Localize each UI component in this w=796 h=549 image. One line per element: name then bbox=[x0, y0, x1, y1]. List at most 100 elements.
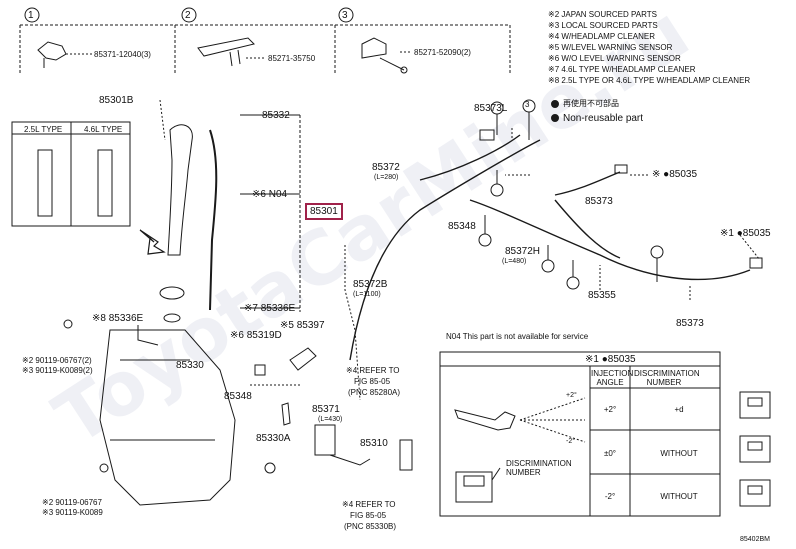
callout-part-3: 85271-52090(2) bbox=[414, 48, 471, 57]
bolt-lower-icon bbox=[99, 463, 109, 473]
label-85372b-len: (L=1100) bbox=[353, 291, 381, 298]
label-85355: 85355 bbox=[588, 290, 616, 301]
label-85397: ※5 85397 bbox=[280, 320, 325, 331]
label-85373-upper: 85373 bbox=[585, 196, 613, 207]
connector-row2-icon bbox=[739, 435, 771, 463]
headlamp-pump-icon bbox=[399, 439, 413, 471]
label-85330a: 85330A bbox=[256, 433, 291, 444]
note-5: ※5 W/LEVEL WARNING SENSOR bbox=[548, 43, 673, 52]
inset-row2-disc: WITHOUT bbox=[660, 449, 698, 458]
ref2-line-c: (PNC 85330B) bbox=[344, 522, 397, 531]
clip-3-icon bbox=[361, 37, 408, 74]
label-85035-upper: ※ ●85035 bbox=[652, 169, 698, 180]
callout-num-3: 3 bbox=[342, 10, 348, 21]
legend-reusable: 再使用不可部品 bbox=[563, 99, 619, 108]
ref1-line-a: ※4 REFER TO bbox=[346, 366, 400, 375]
level-gauge-rod-icon bbox=[209, 129, 218, 311]
label-85301[interactable]: 85301 bbox=[305, 203, 343, 220]
filler-neck-icon bbox=[167, 124, 193, 256]
reusable-dot-icon bbox=[551, 100, 559, 108]
label-85035-right: ※1 ●85035 bbox=[720, 228, 771, 239]
note-6: ※6 W/O LEVEL WARNING SENSOR bbox=[548, 54, 681, 63]
label-85371: 85371 bbox=[312, 404, 340, 415]
inset-col-disc: DISCRIMINATION NUMBER bbox=[634, 369, 700, 387]
inset-row2-angle: ±0° bbox=[603, 449, 617, 458]
inset-connector-icon bbox=[455, 471, 493, 503]
callout-2-icon bbox=[181, 7, 197, 23]
clip-2-icon bbox=[197, 37, 255, 67]
callout-part-1: 85371-12040(3) bbox=[94, 50, 151, 59]
label-n04: ※6 N04 bbox=[252, 189, 288, 200]
label-85372h-len: (L=480) bbox=[502, 258, 527, 265]
label-85372h: 85372H bbox=[505, 246, 541, 257]
callout-num-2: 2 bbox=[185, 10, 191, 21]
filler-cap-icon bbox=[159, 286, 185, 300]
label-85348-right: 85348 bbox=[448, 221, 476, 232]
label-85348: 85348 bbox=[224, 391, 252, 402]
inset-disc-label-b: NUMBER bbox=[506, 468, 541, 477]
connector-row3-icon bbox=[739, 479, 771, 507]
label-85372-len: (L=280) bbox=[374, 174, 399, 181]
diagram-code: 85402BM bbox=[740, 536, 770, 543]
legend-nonreusable: Non-reusable part bbox=[563, 113, 644, 124]
label-85310: 85310 bbox=[360, 438, 388, 449]
inset-side-minus: -2° bbox=[566, 438, 576, 445]
ref2-line-b: FIG 85-05 bbox=[350, 511, 387, 520]
label-85372: 85372 bbox=[372, 162, 400, 173]
inset-nozzle-icon bbox=[454, 409, 516, 431]
inset-row3-angle: -2° bbox=[604, 492, 616, 501]
label-90119-a: ※2 90119-06767(2) bbox=[22, 356, 92, 365]
label-85332: 85332 bbox=[262, 110, 290, 121]
label-85319d: ※6 85319D bbox=[230, 330, 282, 341]
nozzle-rear-icon bbox=[479, 129, 495, 141]
note-8: ※8 2.5L TYPE OR 4.6L TYPE W/HEADLAMP CLE… bbox=[548, 76, 751, 85]
washer-motor-icon bbox=[314, 424, 336, 456]
type-25: 2.5L TYPE bbox=[24, 125, 63, 134]
inset-side-plus: +2° bbox=[566, 392, 577, 399]
inset-row1-disc: +d bbox=[674, 405, 684, 414]
callout-part-2: 85271-35750 bbox=[268, 54, 316, 63]
ref1-line-c: (PNC 85280A) bbox=[348, 388, 401, 397]
filler-pipe-25-icon bbox=[37, 149, 53, 217]
level-sensor-icon bbox=[289, 347, 317, 371]
label-85301b: 85301B bbox=[99, 95, 134, 106]
inset-frame bbox=[439, 351, 721, 517]
clip-1-icon bbox=[37, 41, 67, 68]
ref2-line-a: ※4 REFER TO bbox=[342, 500, 396, 509]
label-90119-d: ※3 90119-K0089 bbox=[42, 508, 103, 517]
label-90119-c: ※2 90119-06767 bbox=[42, 498, 102, 507]
inset-disc-label-a: DISCRIMINATION bbox=[506, 459, 572, 468]
note-4: ※4 W/HEADLAMP CLEANER bbox=[548, 32, 656, 41]
hose-85373-icon bbox=[469, 199, 751, 281]
ref1-line-b: FIG 85-05 bbox=[354, 377, 391, 386]
washer-tank-icon bbox=[99, 329, 236, 506]
label-85373-lower: 85373 bbox=[676, 318, 704, 329]
inset-row3-disc: WITHOUT bbox=[660, 492, 698, 501]
inset-title: ※1 ●85035 bbox=[585, 354, 636, 365]
nozzle-85035-icon bbox=[614, 164, 628, 174]
label-85372b: 85372B bbox=[353, 279, 388, 290]
hose-85372b-icon bbox=[349, 139, 541, 361]
callout-num-1: 1 bbox=[28, 10, 34, 21]
note-2: ※2 JAPAN SOURCED PARTS bbox=[548, 10, 657, 19]
nonreusable-dot-icon bbox=[551, 114, 559, 122]
inset-row1-angle: +2° bbox=[603, 405, 617, 414]
bolt-upper-icon bbox=[63, 319, 73, 329]
nozzle-85035-right-icon bbox=[749, 257, 763, 269]
n04-note: N04 This part is not available for servi… bbox=[446, 332, 589, 341]
legend-open-num: 3 bbox=[525, 100, 530, 109]
callout-1-icon bbox=[24, 7, 40, 23]
connector-row1-icon bbox=[739, 391, 771, 419]
note-3: ※3 LOCAL SOURCED PARTS bbox=[548, 21, 658, 30]
label-85336e-left: ※8 85336E bbox=[92, 313, 144, 324]
view-arrow-icon bbox=[139, 229, 166, 255]
inset-col-angle: INJECTION ANGLE bbox=[591, 369, 634, 387]
label-90119-b: ※3 90119-K0089(2) bbox=[22, 366, 93, 375]
type-46: 4.6L TYPE bbox=[84, 125, 123, 134]
filler-pipe-46-icon bbox=[97, 149, 113, 217]
label-85373l: 85373L bbox=[474, 103, 508, 114]
label-85330: 85330 bbox=[176, 360, 204, 371]
note-7: ※7 4.6L TYPE W/HEADLAMP CLEANER bbox=[548, 65, 696, 74]
